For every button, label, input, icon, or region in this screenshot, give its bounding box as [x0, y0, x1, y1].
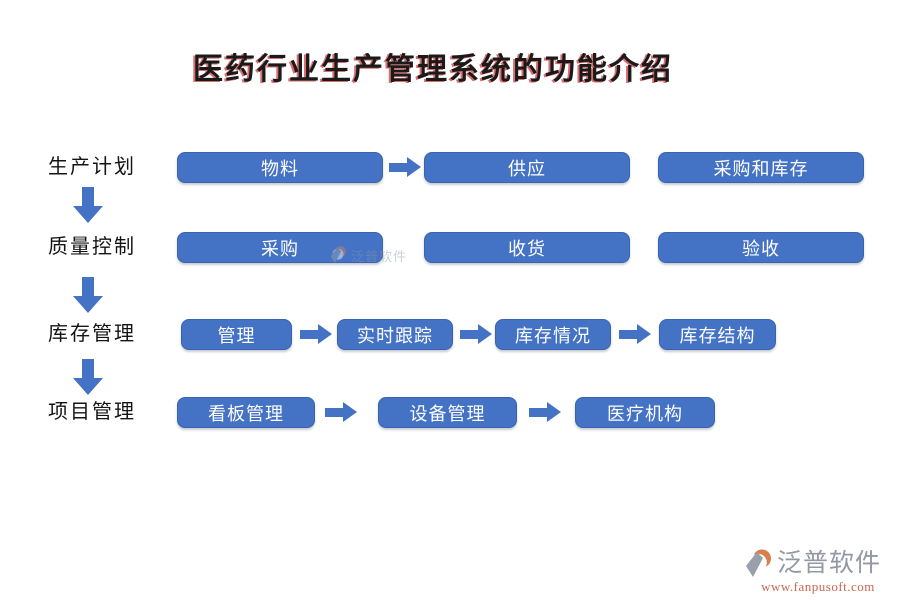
node-purchase-and-inventory: 采购和库存: [658, 152, 864, 183]
node-equipment-management: 设备管理: [378, 397, 517, 428]
flow-arrow-right-icon: [325, 402, 357, 422]
node-materials: 物料: [177, 152, 383, 183]
stage-label-production-planning: 生产计划: [48, 156, 136, 178]
arrow-head: [637, 324, 651, 344]
node-supply: 供应: [424, 152, 630, 183]
flow-arrow-right-icon: [529, 402, 561, 422]
node-inventory-structure: 库存结构: [659, 319, 776, 350]
arrow-stem: [389, 162, 407, 172]
arrow-head: [73, 296, 103, 313]
arrow-stem: [529, 407, 547, 417]
flow-arrow-right-icon: [460, 324, 492, 344]
arrow-stem: [82, 277, 94, 296]
node-management: 管理: [181, 319, 292, 350]
arrow-stem: [82, 359, 94, 378]
flow-arrow-right-icon: [619, 324, 651, 344]
node-realtime-tracking: 实时跟踪: [337, 319, 453, 350]
fanpu-logo-icon: [746, 549, 771, 577]
brand-name: 泛普软件: [777, 550, 882, 577]
arrow-head: [318, 324, 332, 344]
node-kanban-management: 看板管理: [177, 397, 315, 428]
arrow-head: [73, 378, 103, 395]
flow-arrow-down-icon: [73, 359, 103, 395]
arrow-head: [547, 402, 561, 422]
arrow-stem: [82, 187, 94, 206]
node-medical-institution: 医疗机构: [575, 397, 715, 428]
brand-block: 泛普软件 www.fanpusoft.com: [742, 548, 894, 595]
node-receiving: 收货: [424, 232, 630, 263]
stage-label-project-management: 项目管理: [48, 401, 136, 423]
brand-url: www.fanpusoft.com: [761, 579, 875, 594]
node-inventory-status: 库存情况: [495, 319, 611, 350]
flow-arrow-down-icon: [73, 277, 103, 313]
arrow-head: [343, 402, 357, 422]
arrow-stem: [300, 329, 318, 339]
flow-arrow-down-icon: [73, 187, 103, 223]
arrow-head: [73, 206, 103, 223]
flow-arrow-right-icon: [300, 324, 332, 344]
arrow-head: [478, 324, 492, 344]
stage-label-quality-control: 质量控制: [48, 236, 136, 258]
page-title: 医药行业生产管理系统的功能介绍: [193, 53, 673, 86]
brand-row: 泛普软件: [742, 548, 894, 580]
node-procurement: 采购: [177, 232, 383, 263]
node-acceptance: 验收: [658, 232, 864, 263]
arrow-stem: [325, 407, 343, 417]
stage-label-inventory-management: 库存管理: [48, 323, 136, 345]
flow-arrow-right-icon: [389, 157, 421, 177]
arrow-head: [407, 157, 421, 177]
arrow-stem: [460, 329, 478, 339]
arrow-stem: [619, 329, 637, 339]
